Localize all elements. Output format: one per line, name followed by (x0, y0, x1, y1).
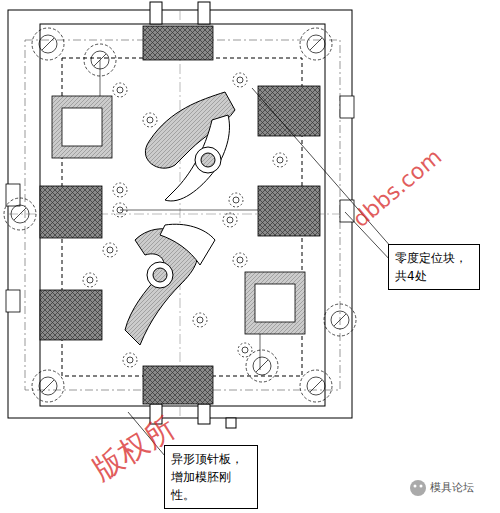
leader-lines (128, 88, 392, 462)
mold-base (40, 24, 325, 406)
callout-text: 零度定位块，共4处 (395, 249, 473, 285)
source-label: 模具论坛 (430, 480, 474, 495)
callout-box: 异形顶针板，增加模胚刚性。 (164, 445, 258, 509)
callout-text: 异形顶针板，增加模胚刚性。 (171, 450, 251, 504)
outer-plate (8, 10, 352, 418)
locating-blocks (40, 26, 320, 404)
molded-parts (125, 92, 235, 345)
guide-pins (4, 28, 356, 402)
wechat-icon (410, 480, 426, 496)
callout-box: 零度定位块，共4处 (388, 244, 480, 290)
ear-blocks (150, 2, 236, 428)
watermark: dbbs.com (348, 144, 446, 232)
